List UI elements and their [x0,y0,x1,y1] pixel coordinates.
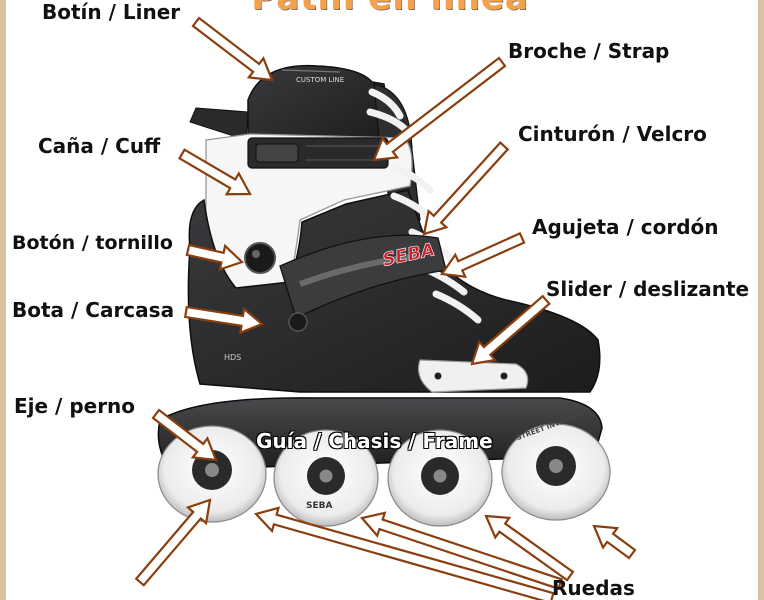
wheel [157,425,267,523]
arrow-axle-low [134,498,212,587]
arrows [134,16,637,600]
cuff-logo-text: CUSTOM LINE [296,76,344,84]
wheel [387,429,493,527]
label-tornillo: Botón / tornillo [12,232,173,254]
label-frame: Guía / Chasis / Frame [256,429,493,453]
frame-border-right [758,0,764,600]
label-strap: Broche / Strap [508,39,670,63]
arrow-ruedas-3 [484,514,575,582]
label-liner: Botín / Liner [42,0,181,24]
label-perno: Eje / perno [14,394,136,418]
arrow-perno [151,408,218,462]
cuff-screw [244,242,276,274]
arrow-cuff [177,148,252,196]
label-cordon: Agujeta / cordón [532,215,719,239]
arrow-carcasa [183,305,265,335]
wheel: SEBA [273,429,379,527]
arrow-ruedas-4 [592,524,637,560]
diagram-title: Patín en línea [230,0,550,18]
label-velcro: Cinturón / Velcro [518,122,707,146]
label-cuff: Caña / Cuff [38,134,161,158]
frame-border-left [0,0,6,600]
wheel-brand-text: SEBA [306,501,332,511]
label-ruedas: Ruedas [552,576,635,600]
arrow-ruedas-1 [253,506,555,600]
frame-chassis [157,397,603,471]
label-carcasa: Bota / Carcasa [12,298,175,322]
label-slider: Slider / deslizante [546,277,750,301]
arrow-velcro [422,141,510,236]
arrow-strap [372,56,507,162]
arrow-cordon [440,231,526,279]
arrow-slider [470,294,551,366]
arrow-tornillo [185,243,245,272]
wheel: STREET INVADERS [501,410,611,521]
arrow-liner [191,16,274,82]
wheels: SEBA STREET INVADERS [157,410,611,527]
slider [417,359,529,393]
arrow-ruedas-2 [359,511,563,591]
shell-model-text: HDS [224,353,241,362]
